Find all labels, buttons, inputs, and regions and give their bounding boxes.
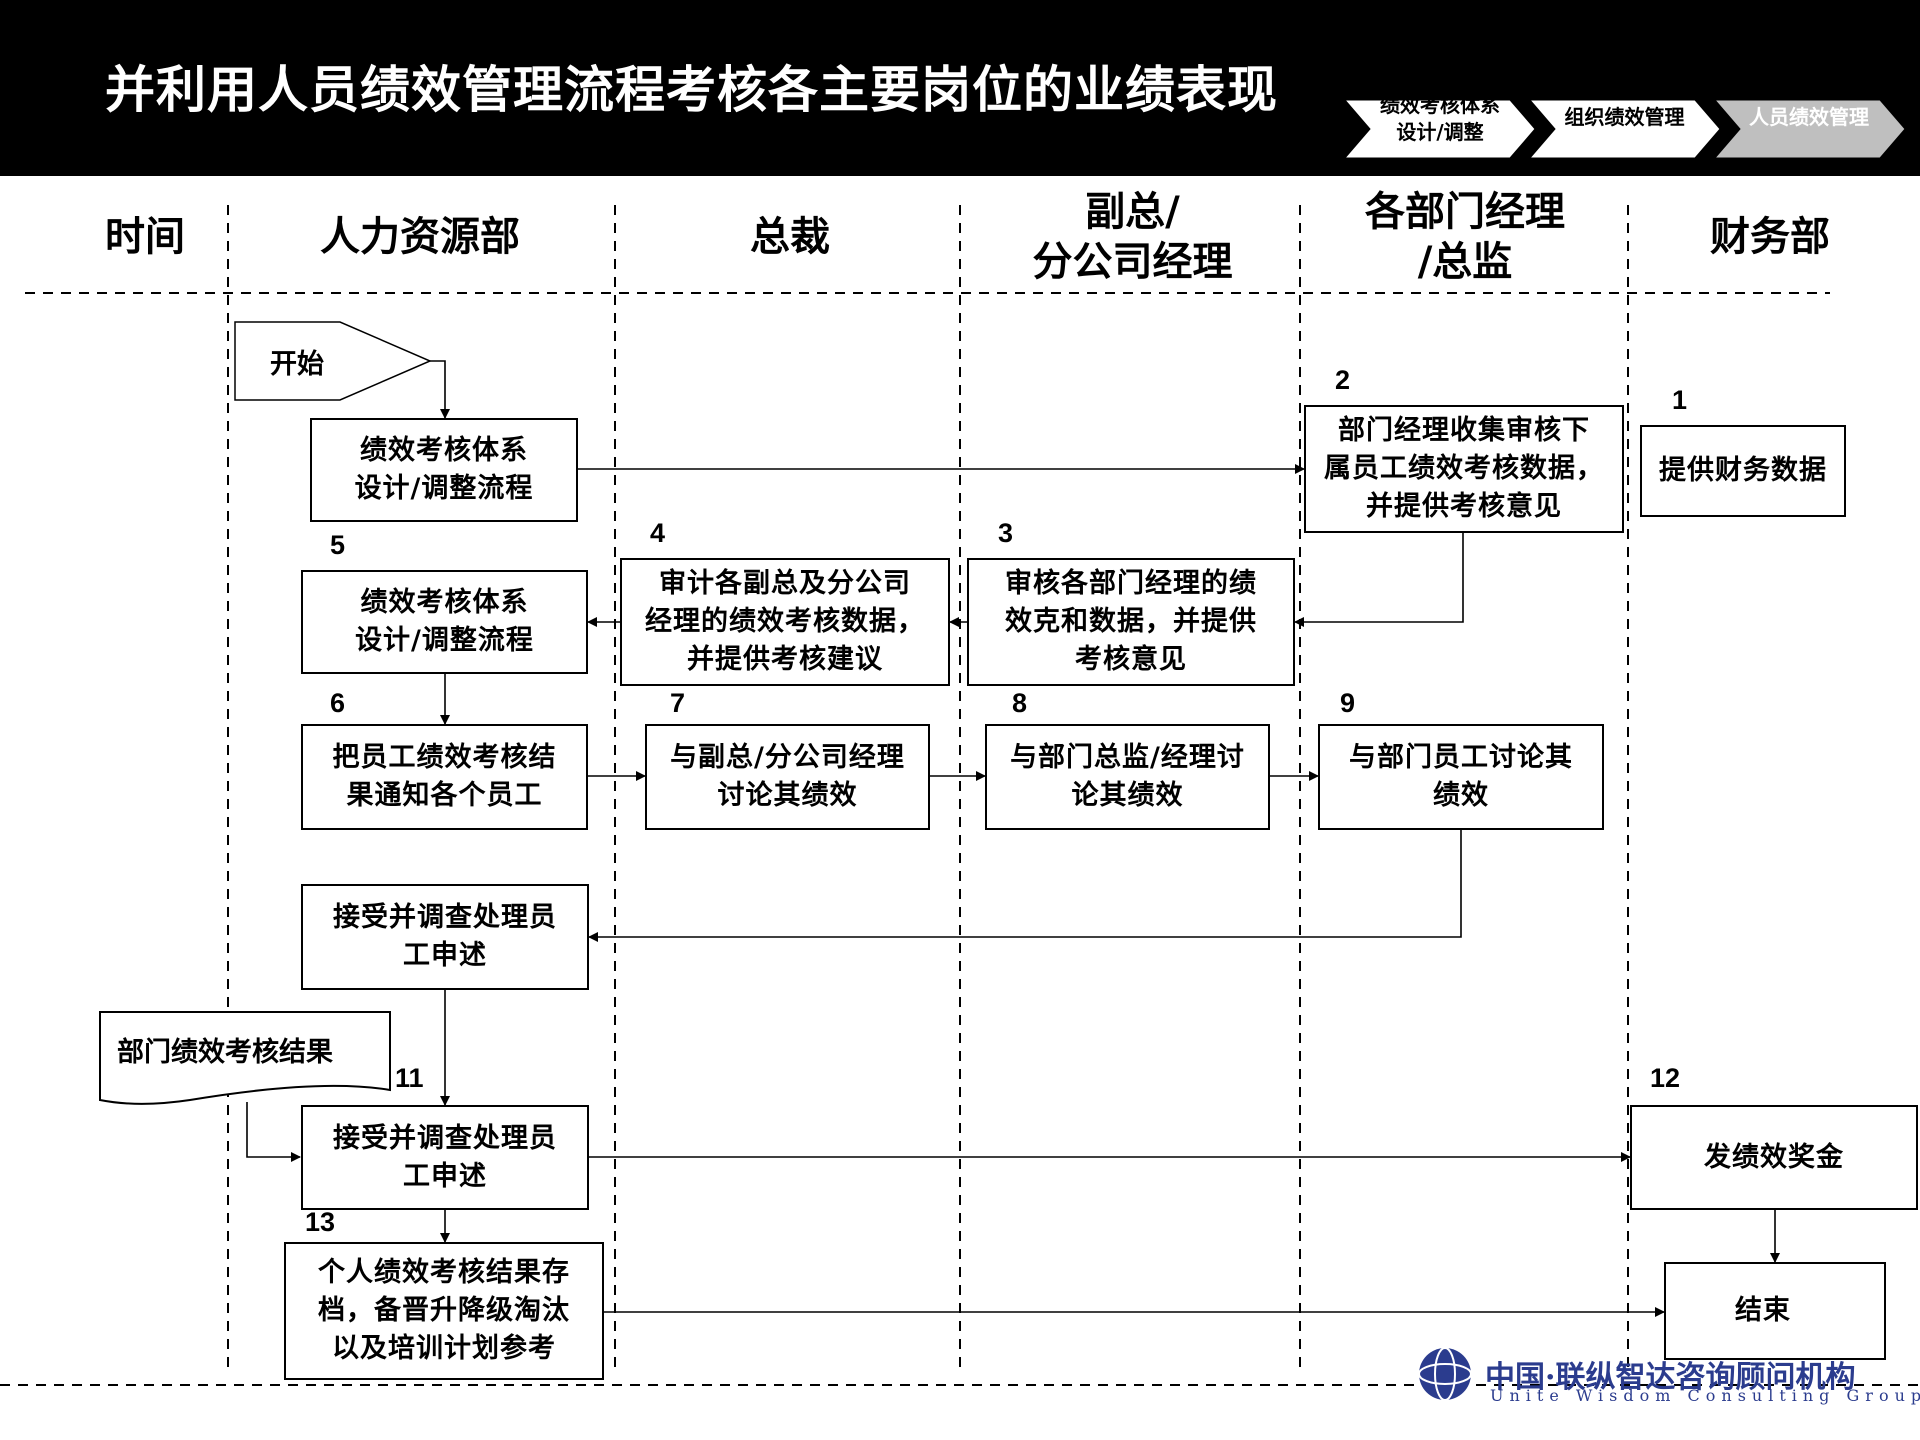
box-label: 绩效考核体系 设计/调整流程 — [354, 435, 534, 504]
box-step-11[interactable]: 接受并调查处理员 工申述 — [301, 1105, 589, 1210]
box-step-13[interactable]: 个人绩效考核结果存 档，备晋升降级淘汰 以及培训计划参考 — [284, 1242, 604, 1380]
nav-step-2[interactable]: 组织绩效管理 — [1564, 105, 1685, 129]
box-step-10[interactable]: 接受并调查处理员 工申述 — [301, 884, 589, 990]
box-design-flow[interactable]: 绩效考核体系 设计/调整流程 — [310, 418, 578, 522]
box-label: 接受并调查处理员 工申述 — [333, 902, 557, 971]
lane-header-vp: 副总/ 分公司经理 — [1032, 189, 1233, 285]
lane-header-ceo: 总裁 — [750, 214, 830, 260]
step-number: 3 — [998, 518, 1014, 548]
lane-header-dept-manager: 各部门经理 /总监 — [1365, 189, 1565, 285]
box-label: 与副总/分公司经理 讨论其绩效 — [670, 742, 905, 811]
box-step-2[interactable]: 部门经理收集审核下 属员工绩效考核数据， 并提供考核意见 — [1304, 405, 1624, 533]
start-shape — [234, 321, 432, 401]
nav-chevrons — [1343, 99, 1906, 159]
box-step-6[interactable]: 把员工绩效考核结 果通知各个员工 — [301, 724, 588, 830]
box-label: 发绩效奖金 — [1704, 1141, 1844, 1173]
lane-header-finance: 财务部 — [1710, 214, 1830, 260]
nav-step-3[interactable]: 人员绩效管理 — [1749, 105, 1869, 129]
box-step-3[interactable]: 审核各部门经理的绩 效克和数据，并提供 考核意见 — [967, 558, 1295, 686]
box-step-7[interactable]: 与副总/分公司经理 讨论其绩效 — [645, 724, 930, 830]
box-label: 绩效考核体系 设计/调整流程 — [355, 587, 534, 656]
logo-subtitle: Unite Wisdom Consulting Group — [1490, 1386, 1920, 1405]
end-box[interactable]: 结束 — [1664, 1262, 1886, 1360]
box-label: 个人绩效考核结果存 档，备晋升降级淘汰 以及培训计划参考 — [318, 1257, 570, 1364]
box-label: 结束 — [1735, 1295, 1791, 1326]
step-number: 5 — [330, 530, 346, 560]
step-number: 7 — [670, 688, 686, 718]
logo-globe-icon — [1418, 1347, 1472, 1401]
box-label: 提供财务数据 — [1659, 455, 1827, 486]
box-label: 审计各副总及分公司 经理的绩效考核数据， 并提供考核建议 — [645, 568, 925, 675]
step-number: 11 — [395, 1063, 424, 1093]
chevron-step-1 — [1343, 99, 1536, 159]
lane-header-time: 时间 — [105, 214, 185, 260]
nav-step-1[interactable]: 绩效考核体系设计/调整 — [1380, 93, 1500, 144]
start-label: 开始 — [270, 349, 324, 380]
box-label: 接受并调查处理员 工申述 — [333, 1122, 557, 1192]
box-label: 与部门总监/经理讨 论其绩效 — [1010, 742, 1245, 811]
box-step-4[interactable]: 审计各副总及分公司 经理的绩效考核数据， 并提供考核建议 — [620, 558, 950, 686]
box-step-12[interactable]: 发绩效奖金 — [1630, 1105, 1918, 1210]
box-step-1[interactable]: 提供财务数据 — [1640, 425, 1846, 517]
box-step-9[interactable]: 与部门员工讨论其 绩效 — [1318, 724, 1604, 830]
chevron-step-2 — [1528, 99, 1721, 159]
chevron-step-3 — [1713, 99, 1906, 159]
document-shape — [99, 1011, 391, 1105]
step-number: 4 — [650, 518, 666, 548]
box-label: 审核各部门经理的绩 效克和数据，并提供 考核意见 — [1005, 568, 1257, 675]
box-step-8[interactable]: 与部门总监/经理讨 论其绩效 — [985, 724, 1270, 830]
step-number: 12 — [1650, 1063, 1681, 1093]
logo-text: 中国·联纵智达咨询顾问机构 — [1485, 1360, 1856, 1395]
step-number: 9 — [1340, 688, 1356, 718]
document-label: 部门绩效考核结果 — [117, 1037, 333, 1068]
step-number: 2 — [1335, 365, 1351, 395]
step-number: 8 — [1012, 688, 1028, 718]
step-number: 1 — [1672, 385, 1688, 415]
page-title: 并利用人员绩效管理流程考核各主要岗位的业绩表现 — [105, 61, 1278, 119]
box-label: 部门经理收集审核下 属员工绩效考核数据， 并提供考核意见 — [1324, 415, 1604, 522]
step-number: 13 — [305, 1207, 336, 1237]
step-number: 6 — [330, 688, 346, 718]
box-label: 把员工绩效考核结 果通知各个员工 — [332, 742, 557, 811]
box-step-5[interactable]: 绩效考核体系 设计/调整流程 — [301, 570, 588, 674]
box-label: 与部门员工讨论其 绩效 — [1349, 742, 1573, 811]
lane-header-hr: 人力资源部 — [320, 214, 520, 260]
